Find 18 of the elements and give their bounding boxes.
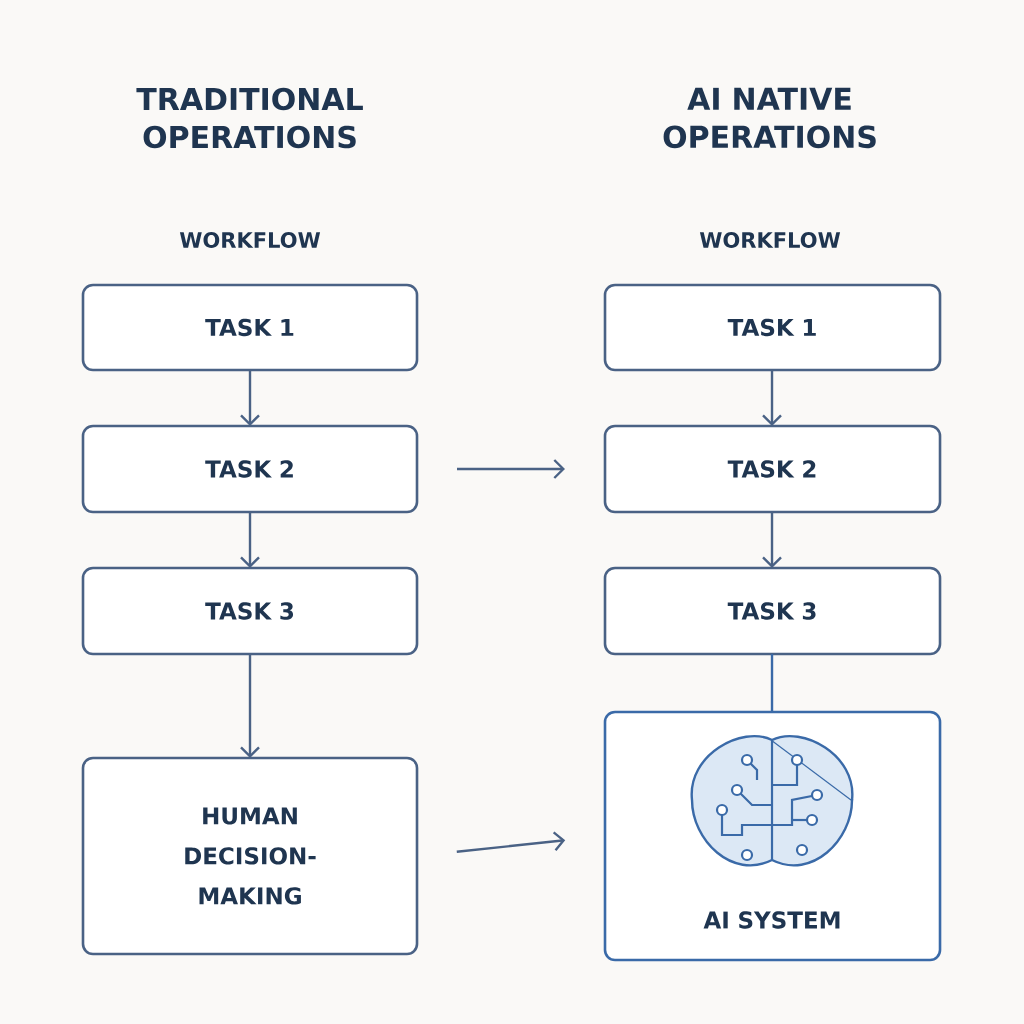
- arrow: [456, 831, 566, 853]
- arrow: [240, 654, 260, 758]
- heading: WORKFLOW: [699, 232, 841, 248]
- task-box: TASK 3: [81, 566, 419, 656]
- arrow: [762, 512, 782, 568]
- heading: AI NATIVE OPERATIONS: [663, 87, 876, 149]
- arrow: [762, 370, 782, 426]
- heading: TRADITIONAL OPERATIONS: [136, 87, 363, 149]
- heading: WORKFLOW: [179, 232, 321, 248]
- task-box: HUMAN DECISION-MAKING: [81, 756, 419, 956]
- arrow: [240, 370, 260, 426]
- arrow: [240, 512, 260, 568]
- task-box: TASK 1: [603, 283, 942, 372]
- task-box: TASK 3: [603, 566, 942, 656]
- task-box: TASK 1: [81, 283, 419, 372]
- arrow: [457, 459, 565, 479]
- task-box: TASK 2: [81, 424, 419, 514]
- task-box: TASK 2: [603, 424, 942, 514]
